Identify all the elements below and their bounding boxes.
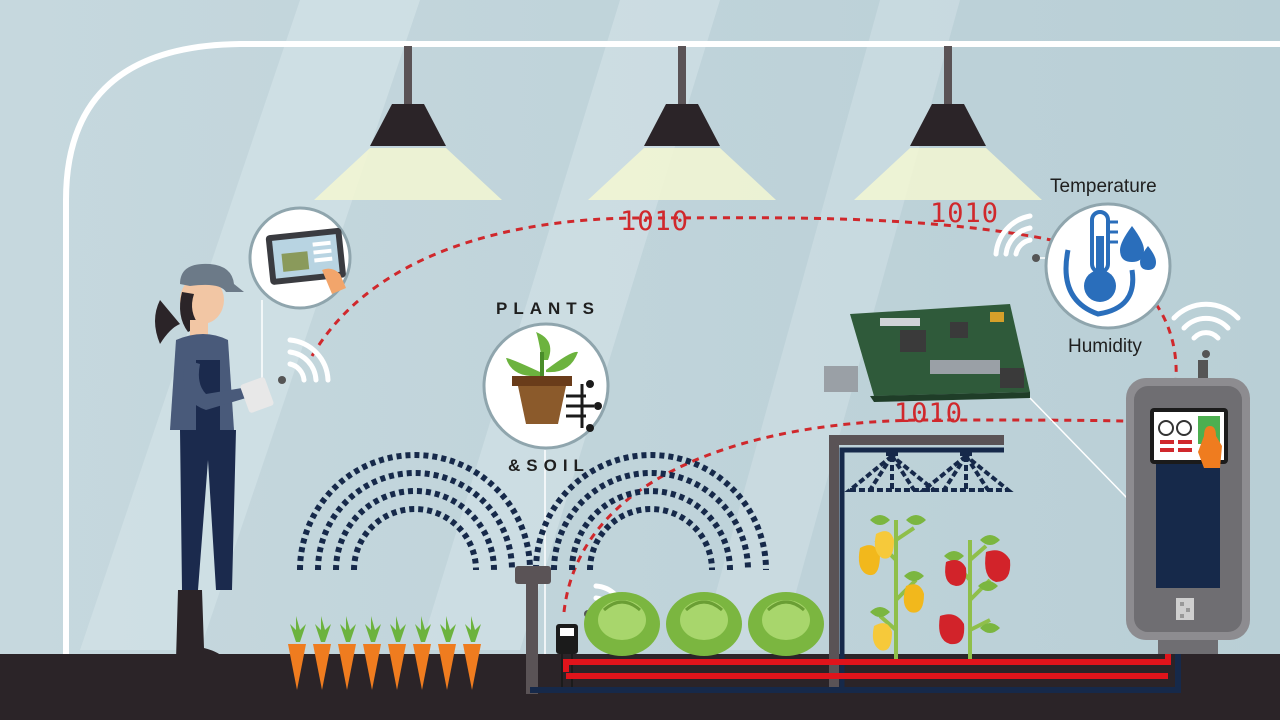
carrot <box>338 616 356 690</box>
farmer-figure <box>155 263 274 660</box>
data-link-line <box>562 418 1151 613</box>
sprinkler <box>515 566 551 694</box>
carrot <box>313 616 331 690</box>
carrot <box>363 616 381 690</box>
thermometer-droplet-icon <box>1044 202 1172 330</box>
sprinkler-water-arcs <box>297 452 769 571</box>
carrot-row <box>288 616 481 690</box>
lamp <box>588 46 776 200</box>
soil-sensor <box>556 624 578 692</box>
greenhouse-frame <box>63 41 1280 655</box>
temperature-label: Temperature <box>1050 176 1157 197</box>
pepper-plant <box>858 515 926 660</box>
data-code-1010: 1010 <box>930 198 1000 229</box>
data-code-1010: 1010 <box>620 206 690 237</box>
cabbage <box>584 592 660 656</box>
cabbage <box>666 592 742 656</box>
plant-soil-icon <box>482 322 610 450</box>
humidity-label: Humidity <box>1068 336 1142 357</box>
carrot <box>463 616 481 690</box>
carrot <box>413 616 431 690</box>
wifi-icon <box>278 337 331 384</box>
control-cabinet <box>1126 360 1250 654</box>
tablet-app-icon <box>248 206 352 310</box>
wifi-icon <box>1171 301 1241 358</box>
plants-label: PLANTS <box>496 299 600 318</box>
lamp <box>314 46 502 200</box>
data-cable <box>563 648 1171 672</box>
mist-spray <box>844 453 1014 492</box>
carrot <box>438 616 456 690</box>
carrot <box>288 616 306 690</box>
circuit-board <box>824 304 1030 402</box>
wifi-icon <box>993 213 1040 262</box>
cabbage <box>748 592 824 656</box>
lamp <box>854 46 1042 200</box>
data-code-1010: 1010 <box>894 398 964 429</box>
light-streak <box>80 0 420 650</box>
soil-label: &SOIL <box>508 456 590 475</box>
irrigation-frame <box>829 435 1004 690</box>
carrot <box>388 616 406 690</box>
pepper-plant <box>939 535 1011 660</box>
water-pipe <box>530 650 1181 693</box>
